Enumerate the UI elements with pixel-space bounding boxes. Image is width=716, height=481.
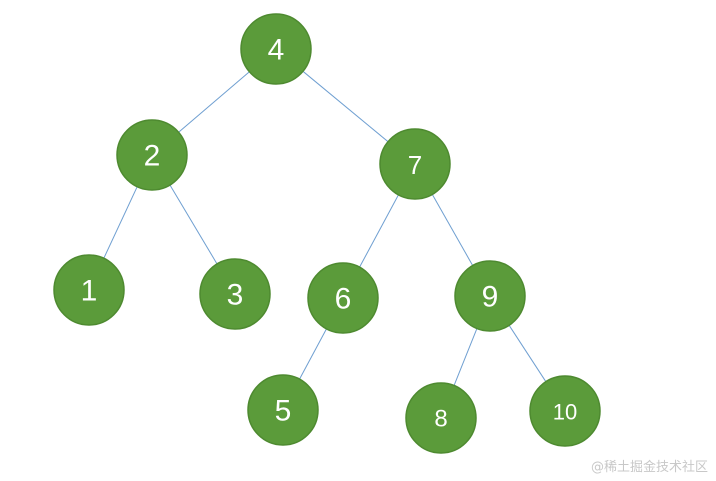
edge-2-3 (169, 184, 218, 265)
edge-6-5 (299, 328, 327, 380)
node-circle (529, 375, 601, 447)
tree-node-5: 5 (247, 374, 319, 446)
tree-node-2: 2 (116, 119, 188, 191)
node-label: 9 (482, 281, 499, 314)
node-circle (247, 374, 319, 446)
edge-9-8 (453, 328, 478, 386)
node-label: 2 (144, 140, 161, 173)
node-circle (240, 13, 312, 85)
edge-7-9 (431, 194, 474, 266)
tree-node-1: 1 (53, 254, 125, 326)
node-label: 8 (434, 406, 447, 433)
tree-node-3: 3 (199, 258, 271, 330)
node-label: 5 (275, 395, 292, 428)
node-circle (116, 119, 188, 191)
node-circle (53, 254, 125, 326)
node-circle (454, 260, 526, 332)
tree-node-9: 9 (454, 260, 526, 332)
node-label: 6 (335, 283, 352, 316)
edge-4-7 (302, 70, 389, 143)
edge-4-2 (178, 71, 250, 133)
tree-node-8: 8 (405, 382, 477, 454)
node-label: 3 (227, 279, 244, 312)
nodes-layer: 4 2 7 1 3 6 9 5 8 10 (53, 13, 601, 454)
node-circle (199, 258, 271, 330)
edge-7-6 (359, 194, 399, 268)
tree-node-7: 7 (379, 128, 451, 200)
node-label: 1 (81, 275, 98, 308)
watermark-text: @稀土掘金技术社区 (590, 460, 708, 475)
edges-layer (103, 70, 547, 386)
edge-9-10 (508, 325, 547, 382)
node-label: 10 (553, 400, 577, 425)
node-label: 4 (268, 34, 285, 67)
node-circle (379, 128, 451, 200)
edge-2-1 (103, 186, 138, 259)
node-circle (307, 262, 379, 334)
tree-node-4: 4 (240, 13, 312, 85)
node-circle (405, 382, 477, 454)
node-label: 7 (408, 150, 422, 180)
tree-node-10: 10 (529, 375, 601, 447)
tree-node-6: 6 (307, 262, 379, 334)
